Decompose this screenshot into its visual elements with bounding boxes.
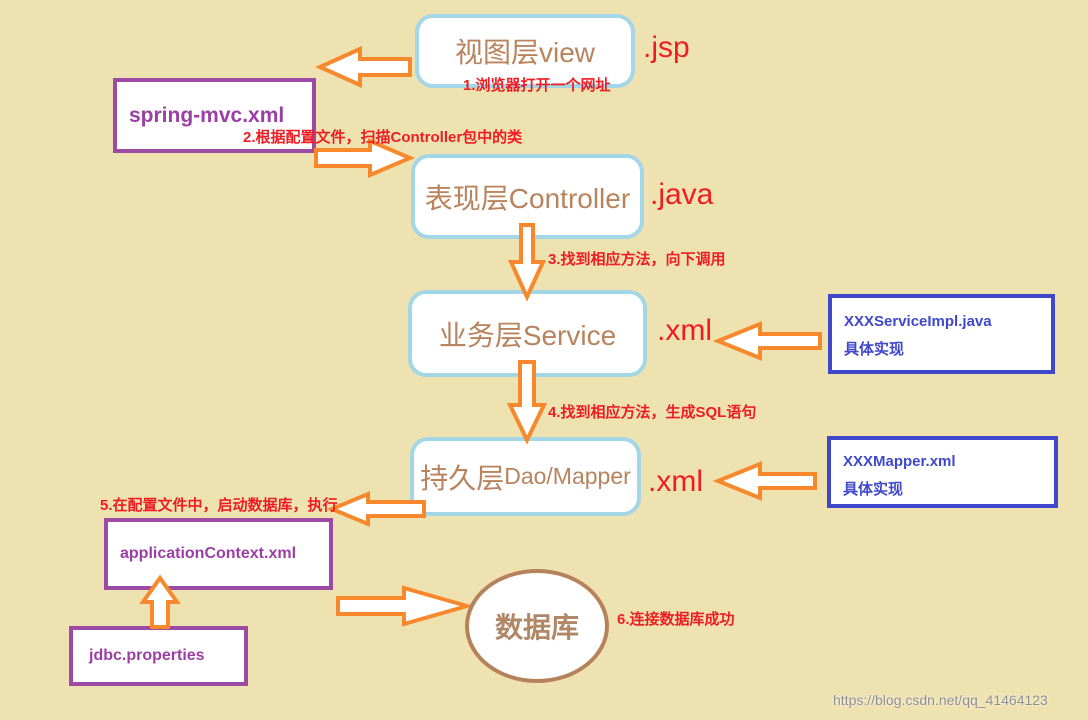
watermark-url: https://blog.csdn.net/qq_41464123: [833, 692, 1048, 708]
left-arrow-serviceimpl-to-service: [712, 321, 822, 361]
step-1-annotation: 1.浏览器打开一个网址: [463, 77, 611, 94]
step-2-annotation: 2.根据配置文件，扫描Controller包中的类: [243, 129, 523, 146]
application-context-label: applicationContext.xml: [120, 545, 297, 562]
controller-layer-box: 表现层Controller: [411, 154, 644, 239]
dao-layer-suffix: .xml: [648, 465, 703, 498]
service-layer-label: 业务层Service: [438, 319, 617, 351]
mapper-impl-note: 具体实现: [843, 481, 904, 498]
database-ellipse: 数据库: [465, 569, 609, 683]
service-impl-name: XXXServiceImpl.java: [844, 313, 992, 330]
mapper-impl-box: XXXMapper.xml 具体实现: [827, 436, 1058, 508]
spring-mvc-config-label: spring-mvc.xml: [129, 103, 285, 127]
jdbc-properties-box: jdbc.properties: [69, 626, 248, 686]
service-layer-suffix: .xml: [657, 314, 712, 347]
dao-layer-label-cn: 持久层: [420, 462, 505, 494]
dao-layer-label-en: Dao/Mapper: [504, 463, 631, 489]
step-6-annotation: 6.连接数据库成功: [617, 611, 735, 628]
step-5-annotation: 5.在配置文件中，启动数据库，执行: [100, 497, 338, 514]
service-impl-box: XXXServiceImpl.java 具体实现: [828, 294, 1055, 374]
right-arrow-to-database: [336, 585, 475, 627]
application-context-box: applicationContext.xml: [104, 518, 333, 590]
service-impl-note: 具体实现: [844, 341, 905, 358]
service-layer-box: 业务层Service: [408, 290, 647, 377]
left-arrow-view-to-springmvc: [315, 45, 412, 89]
controller-layer-suffix: .java: [650, 178, 714, 211]
spring-mvc-config-box: spring-mvc.xml: [113, 78, 316, 153]
controller-layer-label: 表现层Controller: [424, 182, 631, 214]
database-label: 数据库: [494, 612, 579, 643]
view-layer-suffix: .jsp: [643, 31, 690, 64]
jdbc-properties-label: jdbc.properties: [89, 647, 205, 664]
view-layer-label: 视图层view: [454, 37, 595, 68]
left-arrow-mapper-to-dao: [712, 461, 817, 501]
mapper-impl-name: XXXMapper.xml: [843, 453, 956, 470]
step-4-annotation: 4.找到相应方法，生成SQL语句: [548, 404, 757, 421]
step-3-annotation: 3.找到相应方法，向下调用: [548, 251, 726, 268]
view-layer-box: 视图层view: [415, 14, 635, 88]
